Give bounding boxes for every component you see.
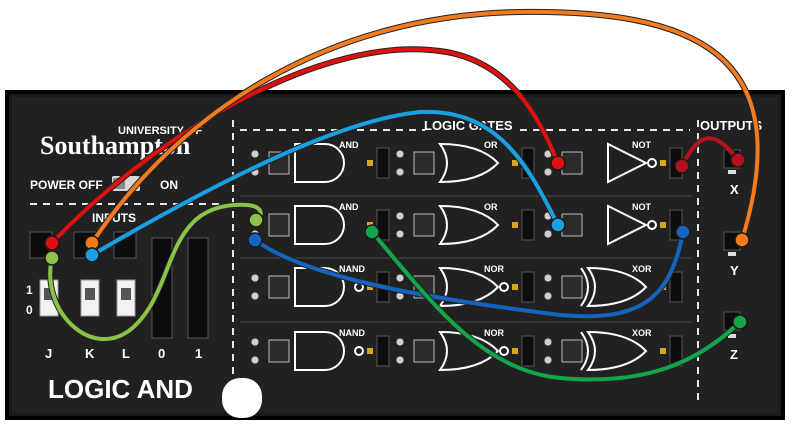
wire-plug[interactable]: [550, 155, 566, 171]
output-label-x: X: [730, 182, 739, 197]
input-label-l: L: [122, 346, 130, 361]
gate-input-pin[interactable]: [543, 273, 553, 283]
light-green-wire[interactable]: [44, 201, 264, 343]
gate-input-pin[interactable]: [250, 337, 260, 347]
gate-label: NOR: [484, 328, 505, 338]
gate-input-pin[interactable]: [395, 167, 405, 177]
red-wire[interactable]: [44, 46, 566, 251]
gate-output-socket[interactable]: [376, 335, 390, 367]
gate-label: NOT: [632, 140, 652, 150]
constant-label-1: 1: [195, 346, 202, 361]
footer-tab: [222, 378, 262, 418]
blue-wire[interactable]: [84, 108, 566, 263]
gate-label: XOR: [632, 328, 652, 338]
wire-plug[interactable]: [248, 212, 264, 228]
gate-label: NAND: [339, 264, 365, 274]
wire-plug[interactable]: [734, 232, 750, 248]
inputs-title: INPUTS: [92, 211, 136, 225]
gate-output-socket[interactable]: [521, 271, 535, 303]
gate-input-pin[interactable]: [395, 229, 405, 239]
gate-input-pin[interactable]: [250, 355, 260, 365]
gate-xor-9: XOR: [543, 264, 683, 308]
gate-output-socket[interactable]: [669, 271, 683, 303]
gate-input-pin[interactable]: [395, 355, 405, 365]
gate-label: XOR: [632, 264, 652, 274]
gate-input-pin[interactable]: [543, 355, 553, 365]
constant-label-0: 0: [158, 346, 165, 361]
gate-and-1: AND: [250, 140, 390, 183]
wire-plug[interactable]: [674, 158, 690, 174]
gate-label: OR: [484, 202, 498, 212]
input-label-k: K: [85, 346, 95, 361]
footer-title: LOGIC AND: [48, 374, 193, 404]
gate-label: NOT: [632, 202, 652, 212]
power-on-label: ON: [160, 178, 178, 192]
wire-plug[interactable]: [732, 314, 748, 330]
dark-blue-wire[interactable]: [247, 224, 691, 320]
gate-label: AND: [339, 202, 359, 212]
gate-output-socket[interactable]: [376, 209, 390, 241]
gate-nand-7: NAND: [250, 264, 390, 307]
level-low-label: 0: [26, 303, 33, 317]
gate-label: AND: [339, 140, 359, 150]
gate-input-pin[interactable]: [395, 211, 405, 221]
gate-input-pin[interactable]: [395, 273, 405, 283]
wires-layer: [44, 8, 761, 383]
gate-nor-11: NOR: [395, 328, 535, 372]
wire-plug[interactable]: [44, 250, 60, 266]
level-high-label: 1: [26, 283, 33, 297]
gates-layer: AND OR NOT AND OR NOT NAND NOR XOR NAND NOR XOR: [250, 140, 683, 372]
output-label-z: Z: [730, 347, 738, 362]
wire-plug[interactable]: [44, 235, 60, 251]
output-label-y: Y: [730, 263, 739, 278]
outputs-title: OUTPUTS: [700, 118, 762, 133]
gate-input-pin[interactable]: [395, 337, 405, 347]
gate-label: NAND: [339, 328, 365, 338]
gate-input-pin[interactable]: [543, 167, 553, 177]
gate-output-socket[interactable]: [521, 209, 535, 241]
input-switch-k[interactable]: [80, 279, 100, 317]
gate-or-5: OR: [395, 202, 535, 246]
gate-not-6: NOT: [543, 202, 683, 246]
gate-input-pin[interactable]: [395, 149, 405, 159]
gate-input-pin[interactable]: [543, 229, 553, 239]
constant-header-1: [187, 237, 209, 339]
input-switch-l[interactable]: [116, 279, 136, 317]
gate-output-socket[interactable]: [376, 147, 390, 179]
wire-plug[interactable]: [247, 232, 263, 248]
gate-nand-10: NAND: [250, 328, 390, 371]
wire-plug[interactable]: [84, 247, 100, 263]
gate-input-pin[interactable]: [543, 337, 553, 347]
gate-label: NOR: [484, 264, 505, 274]
power-off-label: POWER OFF: [30, 178, 103, 192]
gate-output-socket[interactable]: [521, 335, 535, 367]
dark-red-wire[interactable]: [674, 135, 746, 174]
gate-input-pin[interactable]: [543, 291, 553, 301]
wire-plug[interactable]: [675, 224, 691, 240]
gate-input-pin[interactable]: [250, 273, 260, 283]
wire-plug[interactable]: [550, 217, 566, 233]
gate-input-pin[interactable]: [250, 291, 260, 301]
input-label-j: J: [45, 346, 52, 361]
gate-xor-12: XOR: [543, 328, 683, 372]
green-wire[interactable]: [364, 224, 748, 383]
wire-plug[interactable]: [364, 224, 380, 240]
wire-plug[interactable]: [730, 152, 746, 168]
gate-input-pin[interactable]: [250, 149, 260, 159]
gate-label: OR: [484, 140, 498, 150]
orange-wire[interactable]: [84, 8, 761, 251]
